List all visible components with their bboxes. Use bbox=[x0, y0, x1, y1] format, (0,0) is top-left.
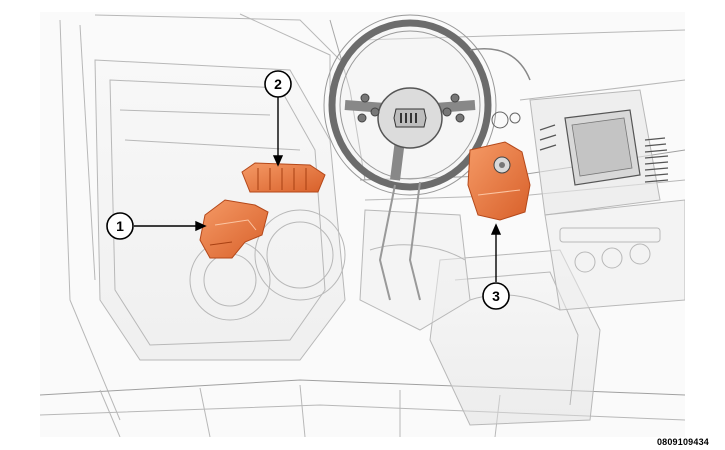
instrument-cluster bbox=[469, 48, 531, 129]
vehicle-interior-illustration: 1 2 3 bbox=[40, 12, 685, 437]
callout-1-number: 1 bbox=[116, 218, 124, 234]
figure-id: 0809109434 bbox=[656, 437, 709, 447]
ghost-body-structure bbox=[40, 12, 685, 437]
xray-cutaway-drawing: 1 2 3 bbox=[40, 12, 685, 437]
infotainment-screen bbox=[564, 109, 641, 186]
callout-1: 1 bbox=[106, 212, 134, 240]
component-2-highlight bbox=[241, 162, 326, 193]
callout-2-number: 2 bbox=[274, 76, 282, 92]
callout-2: 2 bbox=[264, 70, 292, 98]
callout-3: 3 bbox=[482, 282, 510, 310]
center-vent-grille bbox=[539, 124, 669, 183]
callout-leader-lines bbox=[134, 97, 502, 282]
callout-3-number: 3 bbox=[492, 288, 500, 304]
component-1-highlight bbox=[199, 199, 269, 259]
jeep-grille-emblem-icon bbox=[393, 108, 427, 128]
steering-wheel bbox=[323, 14, 497, 301]
component-3-highlight bbox=[467, 141, 531, 221]
